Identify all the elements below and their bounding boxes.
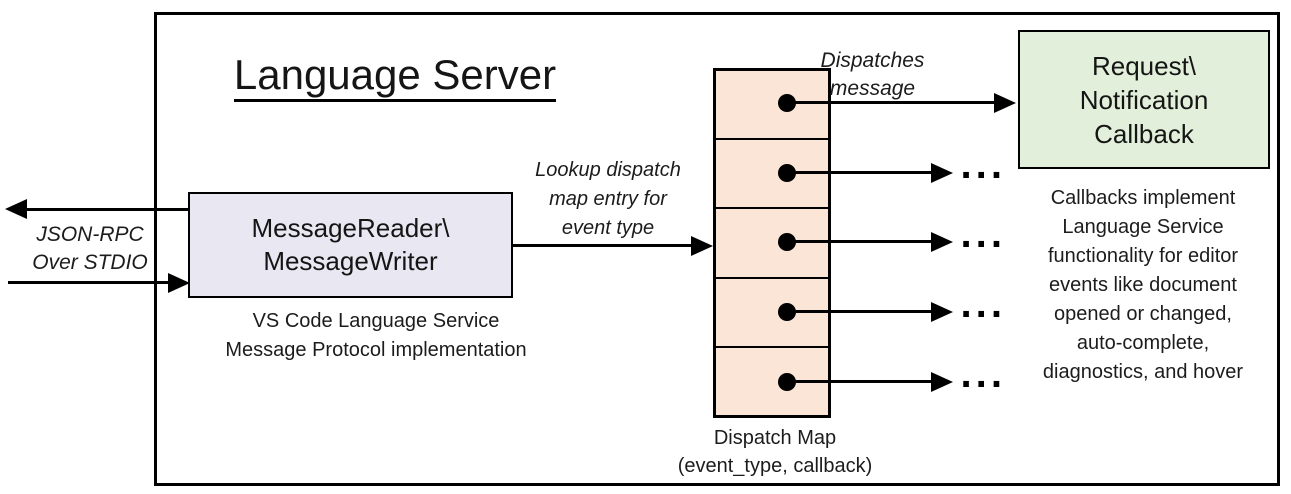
message-box-line2: MessageWriter [263,246,438,276]
diagram-title-text: Language Server [233,51,557,102]
message-box-caption-line1: VS Code Language Service [252,310,500,332]
json-rpc-out-arrow-line [26,208,188,211]
json-rpc-label-line1: JSON-RPC [36,223,144,246]
more-callbacks-ellipsis: ... [960,357,1006,395]
callback-note-line5: opened or changed, [1054,303,1232,325]
dispatches-message-label: Dispatches message [795,47,950,103]
json-rpc-in-arrow-line [8,281,170,284]
json-rpc-in-arrowhead-icon [168,273,190,293]
dispatch-arrowhead-icon [994,93,1016,113]
dispatch-map-cell [716,276,828,346]
dispatch-arrowhead-icon [931,163,953,183]
lookup-arrow-line [512,244,693,247]
json-rpc-label-line2: Over STDIO [32,251,148,274]
callback-note-line2: Language Service [1062,216,1224,238]
callback-box-line1: Request\ [1091,50,1197,81]
json-rpc-out-arrowhead-icon [5,199,27,219]
dispatch-arrow-line-1 [787,101,996,104]
dispatch-map-cell [716,207,828,276]
dispatch-map-cell [716,345,828,415]
message-box-line1: MessageReader\ [251,213,450,243]
diagram-title: Language Server [210,50,580,102]
message-box-caption-line2: Message Protocol implementation [225,339,527,361]
language-server-boundary [154,12,1280,486]
lookup-label-line3: event type [561,217,655,239]
message-reader-writer-box: MessageReader\ MessageWriter [188,192,513,298]
more-callbacks-ellipsis: ... [960,148,1006,186]
dispatch-arrow-line-3 [787,240,933,243]
callback-note-line4: events like document [1049,274,1237,296]
callback-box-line3: Callback [1094,118,1194,149]
request-notification-callback-box: Request\ Notification Callback [1018,30,1270,169]
callback-note-line7: diagnostics, and hover [1042,361,1244,383]
callback-note: Callbacks implement Language Service fun… [1023,184,1263,387]
dispatch-map-cell [716,138,828,207]
dispatch-map-caption-line1: Dispatch Map [713,427,837,449]
message-box-caption: VS Code Language Service Message Protoco… [190,307,562,365]
more-callbacks-ellipsis: ... [960,287,1006,325]
lookup-label-line1: Lookup dispatch [535,159,681,181]
callback-note-line3: functionality for editor [1047,245,1239,267]
json-rpc-label: JSON-RPC Over STDIO [15,221,165,277]
dispatches-message-line1: Dispatches [820,49,925,72]
dispatch-arrowhead-icon [931,302,953,322]
more-callbacks-ellipsis: ... [960,217,1006,255]
dispatch-map-caption: Dispatch Map (event_type, callback) [645,424,905,480]
lookup-arrowhead-icon [691,236,713,256]
dispatch-arrowhead-icon [931,372,953,392]
lookup-label-line2: map entry for [549,188,667,210]
dispatch-arrow-line-4 [787,310,933,313]
callback-note-line6: auto-complete, [1076,332,1210,354]
dispatches-message-line2: message [829,77,916,100]
dispatch-arrow-line-2 [787,171,933,174]
callback-box-line2: Notification [1079,84,1209,115]
dispatch-arrowhead-icon [931,232,953,252]
dispatch-map [713,68,831,418]
dispatch-arrow-line-5 [787,380,933,383]
callback-note-line1: Callbacks implement [1050,187,1236,209]
dispatch-map-caption-line2: (event_type, callback) [677,455,873,477]
lookup-label: Lookup dispatch map entry for event type [502,156,714,243]
